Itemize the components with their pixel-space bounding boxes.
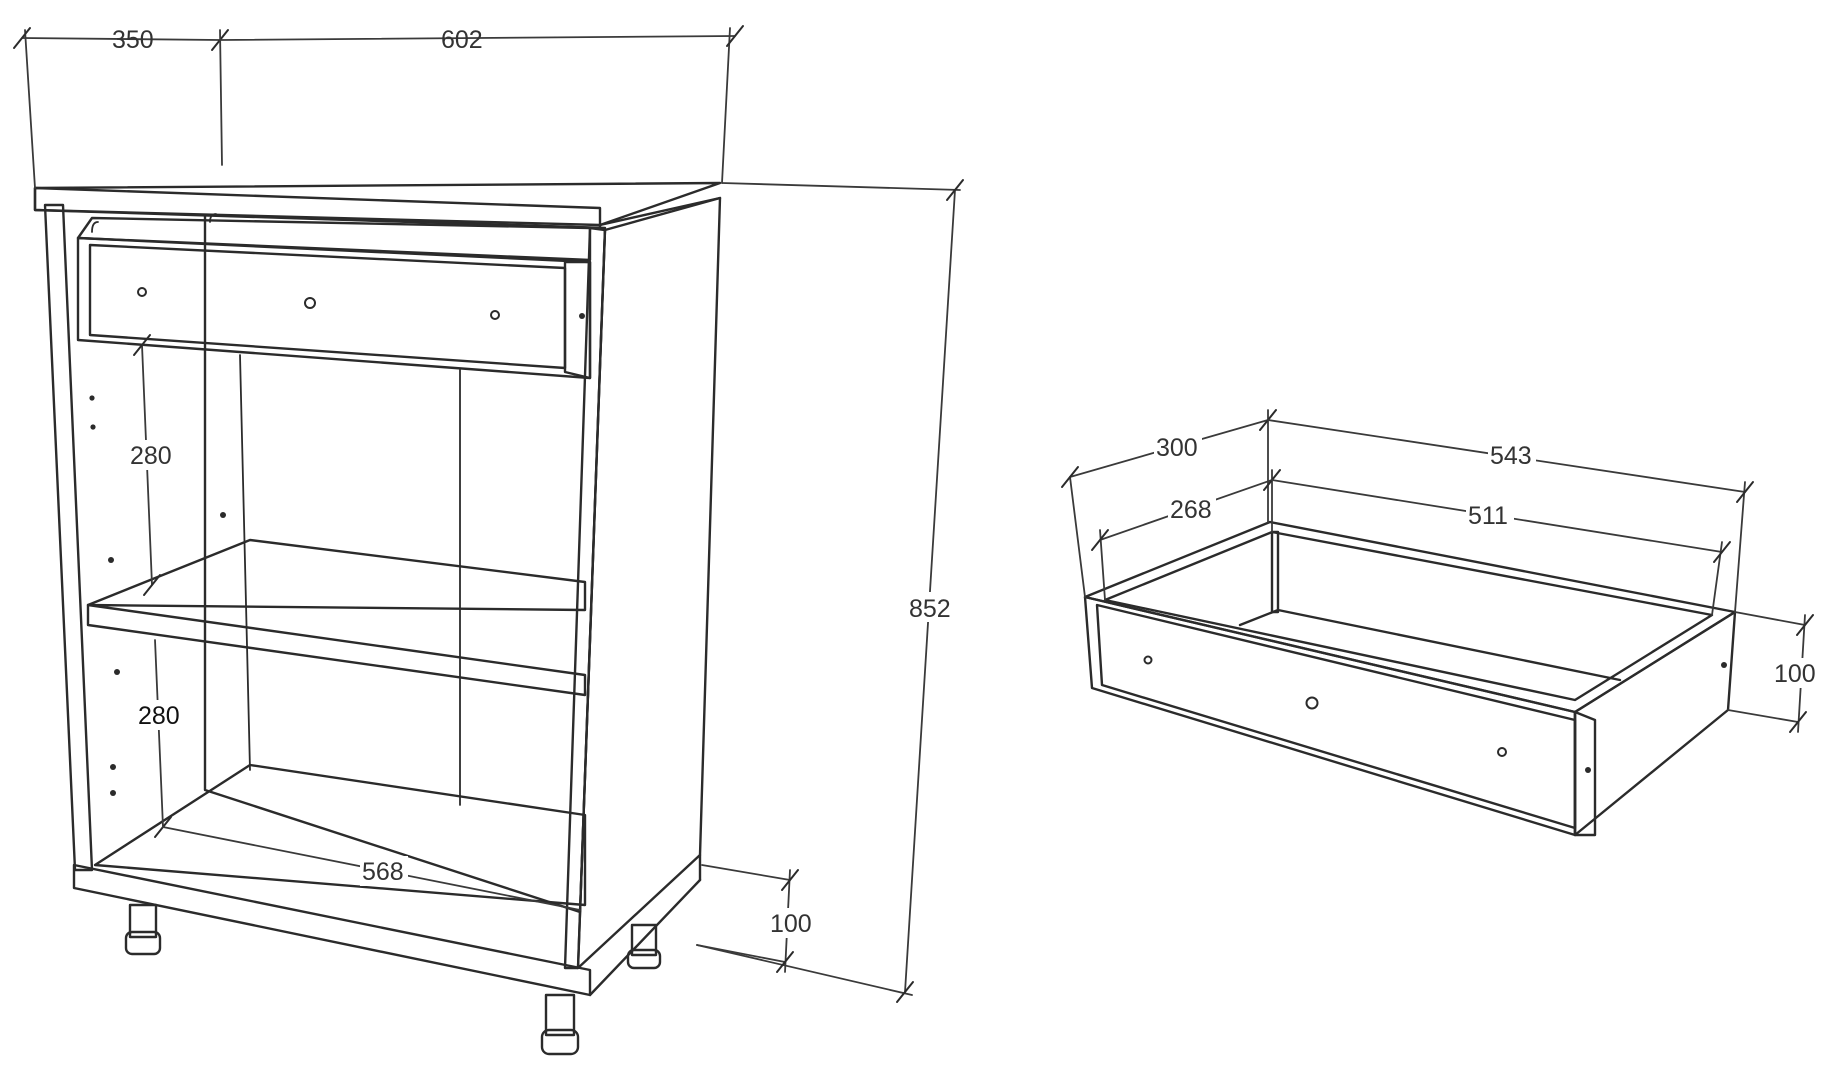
tick [1091, 529, 1109, 551]
label-bg-lower-gap [136, 700, 184, 730]
ext-line-height-bottom [696, 944, 913, 996]
ext-line-width-right [721, 27, 731, 184]
tick [13, 27, 31, 49]
ext-line-drawer-left [1069, 476, 1086, 598]
label-lower-shelf-gap: 280 [138, 702, 180, 730]
shelf-pin [110, 790, 116, 796]
drawer-floor-edge [1238, 608, 1622, 682]
tick [1736, 481, 1754, 503]
label-bg-drawer-inner-width [1466, 500, 1514, 530]
drawer-front-hole-center [1305, 696, 1319, 710]
cabinet-leg-left [124, 903, 162, 956]
drawer-front-hole-left [1143, 655, 1153, 665]
label-drawer-outer-width: 543 [1490, 442, 1532, 470]
cabinet-bottom-edge [588, 878, 702, 997]
label-bg-drawer-height [1772, 658, 1820, 688]
cabinet-drawer-inner-front [88, 243, 567, 370]
ext-line-drawer-height-top [1734, 611, 1806, 626]
shelf-pin [89, 395, 95, 401]
ext-line-drawer-inner-left [1099, 529, 1106, 601]
dim-line-depth [21, 37, 221, 41]
label-drawer-inner-width: 511 [1468, 502, 1508, 530]
cabinet-middle-shelf-front [86, 603, 587, 697]
drawer-front-hole-right [1497, 747, 1507, 757]
tick [781, 869, 799, 891]
label-drawer-inner-depth: 268 [1170, 496, 1212, 524]
tick [1789, 711, 1807, 733]
label-bg-drawer-outer-depth [1154, 432, 1202, 462]
ext-line-leg-bottom [696, 944, 786, 963]
label-upper-shelf-gap: 280 [130, 442, 172, 470]
dim-line-height [904, 189, 956, 993]
label-inner-width: 568 [362, 858, 404, 886]
label-bg-height [908, 592, 956, 622]
shelf-pin [220, 512, 226, 518]
label-bg-leg-height [768, 908, 816, 938]
cabinet-drawer-front [76, 236, 592, 380]
cabinet-leg-middle [626, 923, 662, 970]
shelf-pin [110, 764, 116, 770]
cabinet-middle-shelf [86, 538, 587, 612]
drawer-front-face [1083, 595, 1577, 837]
label-cabinet-depth: 350 [112, 26, 154, 54]
tick [946, 179, 964, 201]
label-bg-drawer-outer-width [1488, 440, 1536, 470]
ext-line-depth-left [24, 29, 36, 189]
tick [1796, 614, 1814, 636]
ext-line-width-left [219, 29, 223, 166]
drawer-side-screw-back [1721, 662, 1727, 668]
label-drawer-height: 100 [1774, 660, 1816, 688]
drawer-right-face [1573, 610, 1737, 837]
cabinet-bottom-shelf-top [93, 763, 587, 907]
drawer-hole-right [490, 310, 500, 320]
tick [133, 334, 151, 356]
dim-line-lower-gap [154, 639, 164, 828]
ext-line-drawer-right [1734, 481, 1746, 613]
label-bg-inner-width [360, 856, 408, 886]
tick [1713, 541, 1731, 563]
shelf-pin [90, 424, 96, 430]
drawer-hole-left [137, 287, 147, 297]
back-left-edge [239, 354, 251, 771]
cabinet-left-side [43, 203, 94, 872]
cabinet-top-front [33, 186, 602, 230]
label-cabinet-height: 852 [909, 595, 951, 623]
cabinet-leg-front [540, 993, 580, 1056]
ext-line-height-top [721, 182, 961, 191]
cabinet-drawing [33, 181, 722, 1056]
cabinet-top-right-edge [598, 196, 722, 227]
hook-right [209, 213, 217, 223]
drawer-back-wall [1270, 530, 1280, 614]
drawer-drawing [1083, 520, 1737, 837]
hook-left [91, 221, 99, 233]
drawer-side-screw-front [1585, 767, 1591, 773]
label-drawer-outer-depth: 300 [1156, 434, 1198, 462]
cabinet-drawer-top [76, 216, 592, 262]
label-cabinet-width: 602 [441, 26, 483, 54]
tick [896, 981, 914, 1003]
label-bg-drawer-inner-depth [1168, 494, 1216, 524]
drawer-dimensions: 300 543 268 511 100 [1061, 409, 1820, 733]
drawer-inner-cavity [1103, 530, 1714, 702]
cabinet-drawer-side [563, 260, 592, 380]
shelf-pin [114, 669, 120, 675]
cabinet-back-panel [203, 213, 607, 914]
cabinet-right-side-face [576, 196, 722, 970]
ext-line-leg-top [701, 864, 791, 881]
label-leg-height: 100 [770, 910, 812, 938]
drawer-front-inner-face [1095, 603, 1577, 830]
dim-line-width [219, 35, 736, 41]
drawer-side-screw [579, 313, 585, 319]
label-bg-upper-gap [128, 440, 176, 470]
cabinet-dimensions: 350 602 852 280 280 568 [13, 25, 964, 1003]
tick [143, 574, 161, 596]
ext-line-drawer-height-bottom [1727, 709, 1799, 723]
tick [776, 951, 794, 973]
shelf-pin [108, 557, 114, 563]
tick [726, 25, 744, 47]
drawer-hole-center [304, 297, 316, 309]
drawer-right-edge [1573, 710, 1597, 837]
tick [1061, 466, 1079, 488]
